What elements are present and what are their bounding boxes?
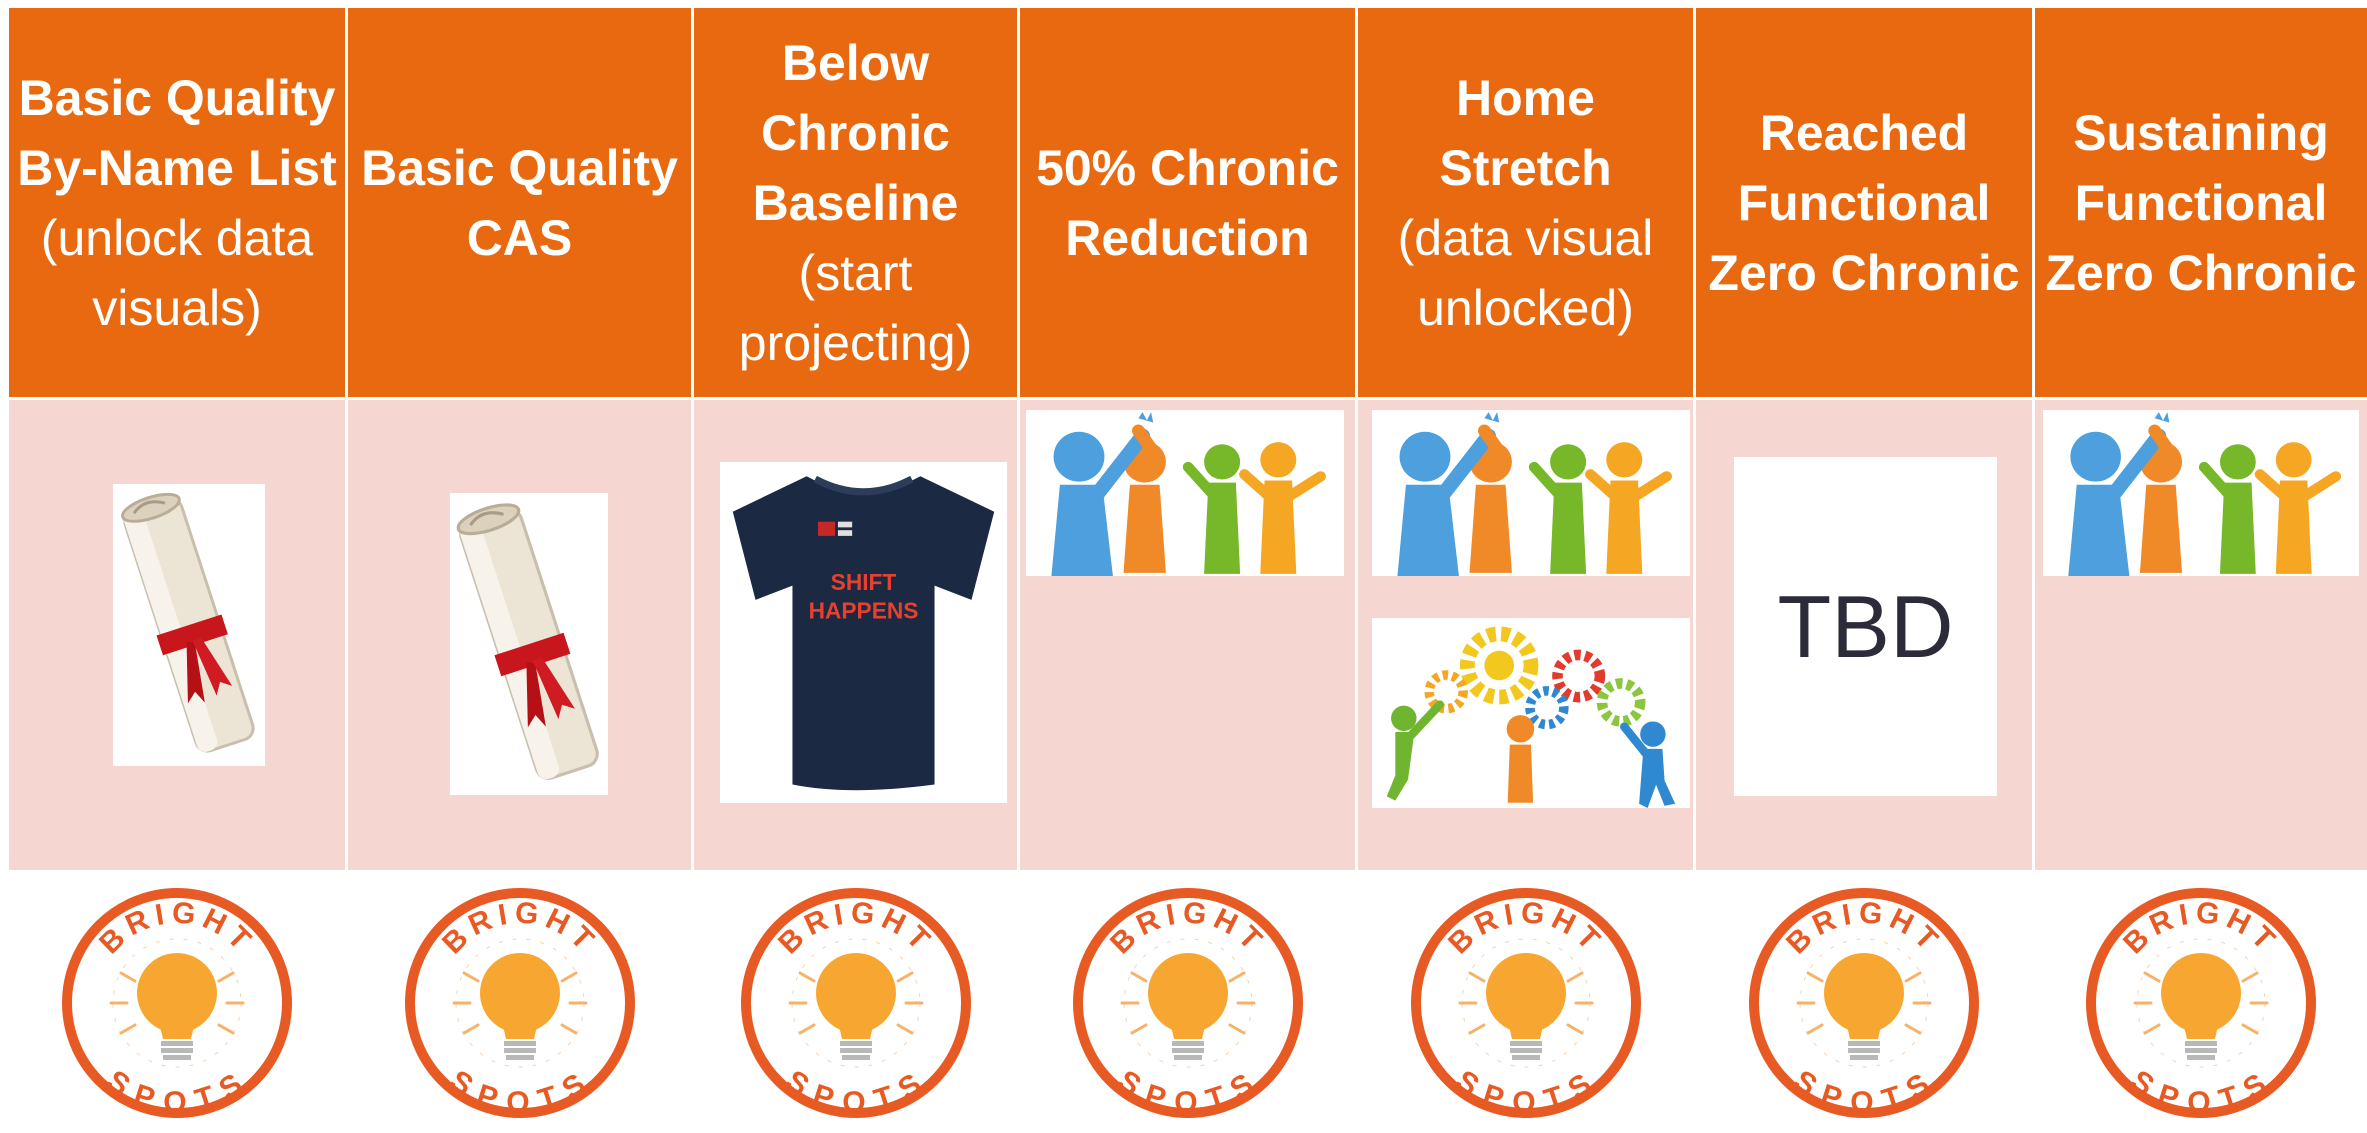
- header-title: Below Chronic Baseline: [702, 28, 1009, 238]
- reward-cell-1: [8, 399, 347, 872]
- header-title: Sustaining Functional Zero Chronic: [2043, 98, 2359, 308]
- reward-cell-6: TBD: [1695, 399, 2034, 872]
- header-reached-functional-zero: Reached Functional Zero Chronic: [1695, 7, 2034, 399]
- header-row: Basic Quality By-Name List(unlock data v…: [8, 7, 2367, 399]
- tbd-placeholder: TBD: [1734, 457, 1997, 796]
- header-basic-cas: Basic Quality CAS: [347, 7, 693, 399]
- tshirt-text-line2: HAPPENS: [809, 597, 919, 623]
- high-five-image: [1372, 410, 1690, 576]
- reward-cell-5: [1357, 399, 1695, 872]
- diploma-image: [450, 493, 608, 795]
- reward-cell-7: [2034, 399, 2367, 872]
- header-basic-by-name-list: Basic Quality By-Name List(unlock data v…: [8, 7, 347, 399]
- milestone-table: Basic Quality By-Name List(unlock data v…: [6, 5, 2367, 1133]
- header-subtitle: (unlock data visuals): [17, 203, 337, 343]
- tbd-label: TBD: [1734, 576, 1997, 678]
- tshirt-image: SHIFT HAPPENS: [720, 462, 1007, 803]
- header-home-stretch: Home Stretch(data visual unlocked): [1357, 7, 1695, 399]
- header-subtitle: (data visual unlocked): [1366, 203, 1685, 343]
- high-five-image: [1026, 410, 1344, 576]
- header-title: Home Stretch: [1366, 63, 1685, 203]
- reward-cell-4: [1019, 399, 1357, 872]
- reward-row: SHIFT HAPPENS TBD: [8, 399, 2367, 872]
- high-five-image: [2043, 410, 2359, 576]
- header-below-chronic-baseline: Below Chronic Baseline(start projecting): [693, 7, 1019, 399]
- header-title: Basic Quality By-Name List: [17, 63, 337, 203]
- header-subtitle: (start projecting): [702, 238, 1009, 378]
- diploma-image: [113, 484, 265, 766]
- header-sustaining-functional-zero: Sustaining Functional Zero Chronic: [2034, 7, 2367, 399]
- reward-cell-3: SHIFT HAPPENS: [693, 399, 1019, 872]
- gears-image: [1372, 618, 1690, 808]
- reward-cell-2: [347, 399, 693, 872]
- header-title: Reached Functional Zero Chronic: [1704, 98, 2024, 308]
- header-title: Basic Quality CAS: [356, 133, 683, 273]
- tshirt-text-line1: SHIFT: [831, 569, 897, 595]
- header-50-percent-reduction: 50% Chronic Reduction: [1019, 7, 1357, 399]
- header-title: 50% Chronic Reduction: [1028, 133, 1347, 273]
